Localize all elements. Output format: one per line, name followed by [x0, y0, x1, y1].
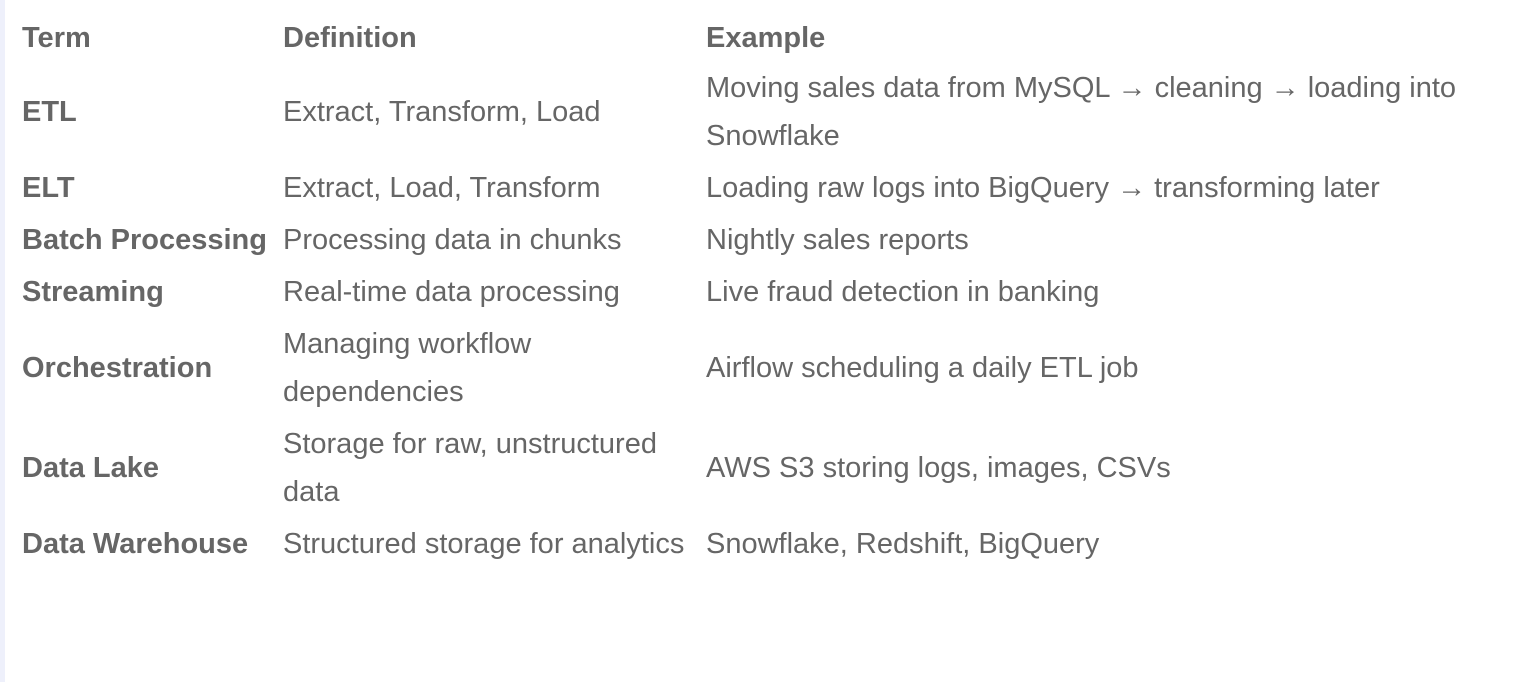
term-cell: ELT — [22, 172, 75, 204]
example-cell: Snowflake, Redshift, BigQuery — [706, 528, 1100, 560]
table-header: Term Definition Example — [22, 14, 1502, 64]
table-body: ETL Extract, Transform, Load Moving sale… — [22, 64, 1502, 572]
example-cell: Nightly sales reports — [706, 224, 969, 256]
header-example: Example — [706, 22, 826, 54]
terms-table-container: Term Definition Example ETL Extract, Tra… — [22, 14, 1512, 572]
table-row: ETL Extract, Transform, Load Moving sale… — [22, 64, 1502, 164]
term-cell: Orchestration — [22, 352, 213, 384]
term-cell: Data Lake — [22, 452, 160, 484]
term-cell: Streaming — [22, 276, 164, 308]
table-row: Orchestration Managing workflow dependen… — [22, 320, 1502, 420]
example-cell: AWS S3 storing logs, images, CSVs — [706, 452, 1171, 484]
term-cell: ETL — [22, 96, 77, 128]
example-cell: Moving sales data from MySQL → cleaning … — [706, 72, 1457, 152]
table-row: Streaming Real-time data processing Live… — [22, 268, 1502, 320]
header-term: Term — [22, 22, 91, 54]
left-accent-bar — [0, 0, 5, 682]
term-cell: Data Warehouse — [22, 528, 249, 560]
definition-cell: Extract, Load, Transform — [283, 172, 601, 204]
example-cell: Live fraud detection in banking — [706, 276, 1100, 308]
terms-table: Term Definition Example ETL Extract, Tra… — [22, 14, 1502, 572]
table-row: Data Warehouse Structured storage for an… — [22, 520, 1502, 572]
example-cell: Airflow scheduling a daily ETL job — [706, 352, 1139, 384]
table-row: Data Lake Storage for raw, unstructured … — [22, 420, 1502, 520]
header-definition: Definition — [283, 22, 417, 54]
table-row: Batch Processing Processing data in chun… — [22, 216, 1502, 268]
term-cell: Batch Processing — [22, 224, 267, 256]
definition-cell: Processing data in chunks — [283, 224, 622, 256]
example-cell: Loading raw logs into BigQuery → transfo… — [706, 172, 1380, 204]
definition-cell: Structured storage for analytics — [283, 528, 685, 560]
definition-cell: Real-time data processing — [283, 276, 620, 308]
definition-cell: Storage for raw, unstructured data — [283, 428, 657, 508]
definition-cell: Extract, Transform, Load — [283, 96, 601, 128]
definition-cell: Managing workflow dependencies — [283, 328, 532, 408]
table-row: ELT Extract, Load, Transform Loading raw… — [22, 164, 1502, 216]
header-row: Term Definition Example — [22, 14, 1502, 64]
